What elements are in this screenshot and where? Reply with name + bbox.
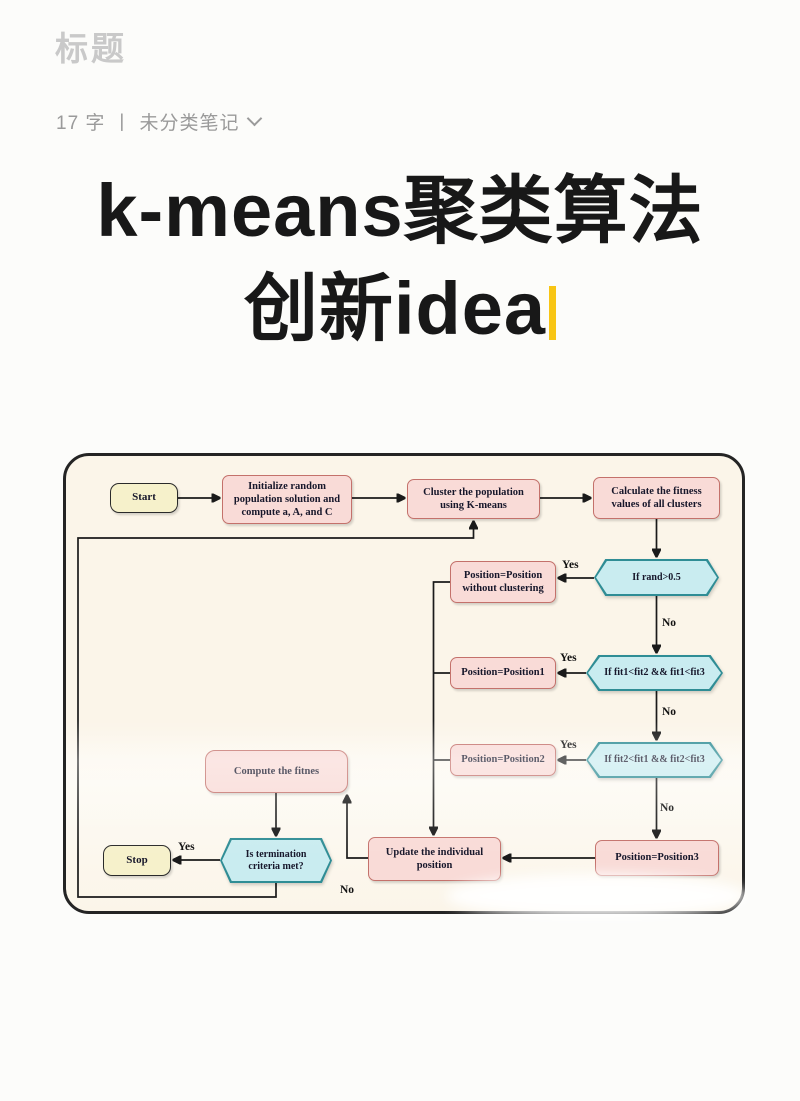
flow-node-calc: Calculate the fitness values of all clus… — [593, 477, 720, 519]
flowchart-image[interactable]: Start Initialize random population solut… — [63, 453, 748, 918]
flow-node-start: Start — [110, 483, 178, 513]
note-meta-row: 17 字 丨 未分类笔记 — [56, 108, 263, 135]
flow-node-pos3-label: Position=Position3 — [615, 852, 699, 864]
edge-poswc-update — [434, 581, 450, 834]
flow-node-stop: Stop — [103, 845, 171, 876]
note-body-editor[interactable]: k-means聚类算法 创新idea — [0, 162, 800, 359]
note-title-line1: k-means聚类算法 — [96, 169, 704, 252]
edge-label-yes-2: Yes — [560, 652, 577, 664]
edge-label-no-4: No — [340, 884, 355, 896]
flow-node-update: Update the individual position — [368, 837, 501, 881]
flow-node-if-fit1: If fit1<fit2 && fit1<fit3 — [586, 655, 723, 691]
flow-node-pos2-label: Position=Position2 — [461, 754, 545, 766]
flow-node-cluster-label: Cluster the population using K-means — [423, 486, 524, 511]
flow-node-init-label: Initialize random population solution an… — [233, 480, 341, 519]
flow-node-pos1: Position=Position1 — [450, 657, 556, 689]
flow-node-compute: Compute the fitnes — [205, 750, 348, 793]
category-selector[interactable]: 未分类笔记 — [139, 113, 240, 134]
edge-term-loop — [77, 522, 474, 898]
char-count: 17 字 — [56, 113, 106, 134]
flow-node-stop-label: Stop — [126, 853, 148, 866]
flow-node-pos1-label: Position=Position1 — [461, 667, 545, 679]
flow-node-cluster: Cluster the population using K-means — [407, 479, 540, 519]
flow-node-if-fit2-label: If fit2<fit1 && fit2<fit3 — [604, 754, 705, 765]
chevron-down-icon[interactable] — [247, 110, 263, 127]
flow-node-init: Initialize random population solution an… — [222, 475, 352, 524]
flow-node-pos-wc: Position=Position without clustering — [450, 561, 556, 603]
note-title-line2-row: 创新idea — [0, 260, 800, 358]
edge-label-yes-4: Yes — [178, 841, 195, 853]
flow-node-terminate-label: Is termination criteria met? — [245, 848, 307, 872]
flow-node-if-fit2: If fit2<fit1 && fit2<fit3 — [586, 742, 723, 778]
flow-node-calc-label: Calculate the fitness values of all clus… — [611, 485, 702, 510]
edge-label-no-2: No — [662, 706, 677, 718]
edge-update-compute — [347, 796, 368, 859]
edge-label-no-3: No — [660, 802, 675, 814]
flow-node-if-fit1-label: If fit1<fit2 && fit1<fit3 — [604, 667, 705, 678]
edge-label-yes-3: Yes — [560, 739, 577, 751]
flow-node-pos2: Position=Position2 — [450, 744, 556, 776]
note-title-input[interactable]: 标题 — [55, 30, 127, 67]
text-cursor — [549, 286, 557, 341]
flow-node-pos-wc-label: Position=Position without clustering — [462, 569, 544, 594]
flow-node-if-rand-label: If rand>0.5 — [632, 571, 681, 583]
flow-node-compute-label: Compute the fitnes — [233, 765, 320, 777]
flow-node-pos3: Position=Position3 — [595, 840, 719, 876]
edge-label-no-1: No — [662, 617, 677, 629]
flow-node-start-label: Start — [132, 491, 156, 504]
edge-label-yes-1: Yes — [562, 559, 579, 571]
flow-edges — [77, 456, 742, 898]
note-title-line2: 创新idea — [243, 267, 547, 351]
flow-node-terminate: Is termination criteria met? — [220, 838, 332, 883]
flow-node-update-label: Update the individual position — [385, 846, 484, 871]
meta-separator: 丨 — [112, 113, 133, 134]
flow-node-if-rand: If rand>0.5 — [594, 559, 719, 596]
